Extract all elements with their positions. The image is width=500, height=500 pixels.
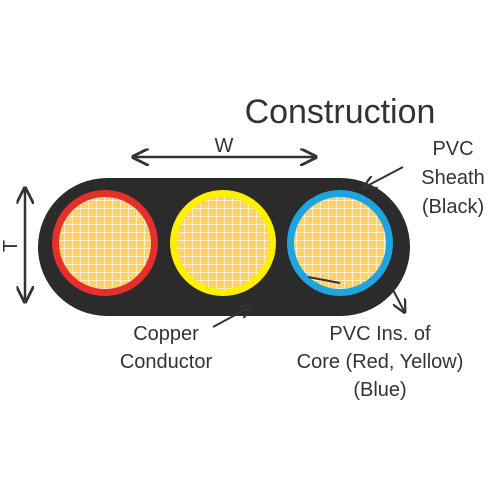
sheath-label-line-3: (Black) [422, 196, 484, 218]
sheath-label-line-1: PVC [432, 138, 473, 160]
copper-conductor-yellow [177, 197, 269, 289]
insulation-leader-arrow [307, 276, 341, 284]
insulation-label-line-1: PVC Ins. of [329, 323, 431, 345]
copper-conductor-red [59, 197, 151, 289]
conductor-label-line-2: Conductor [120, 351, 213, 373]
thickness-label: T [0, 240, 22, 252]
copper-conductor-blue [294, 197, 386, 289]
insulation-label-line-2: Core (Red, Yellow) [297, 351, 464, 373]
insulation-leader-arrow-2 [391, 287, 404, 311]
sheath-label: PVC Sheath (Black) [421, 138, 484, 218]
core-red [52, 190, 158, 296]
insulation-label-line-3: (Blue) [353, 379, 406, 401]
conductor-leader-arrow [212, 307, 250, 328]
core-yellow [170, 190, 276, 296]
diagram-title: Construction [245, 93, 436, 131]
sheath-leader-arrow [365, 166, 404, 187]
conductor-label: Copper Conductor [120, 323, 213, 373]
conductor-label-line-1: Copper [133, 323, 199, 345]
core-blue [287, 190, 393, 296]
sheath-label-line-2: Sheath [421, 167, 484, 189]
width-label: W [215, 135, 234, 157]
insulation-label: PVC Ins. of Core (Red, Yellow) (Blue) [297, 323, 464, 401]
